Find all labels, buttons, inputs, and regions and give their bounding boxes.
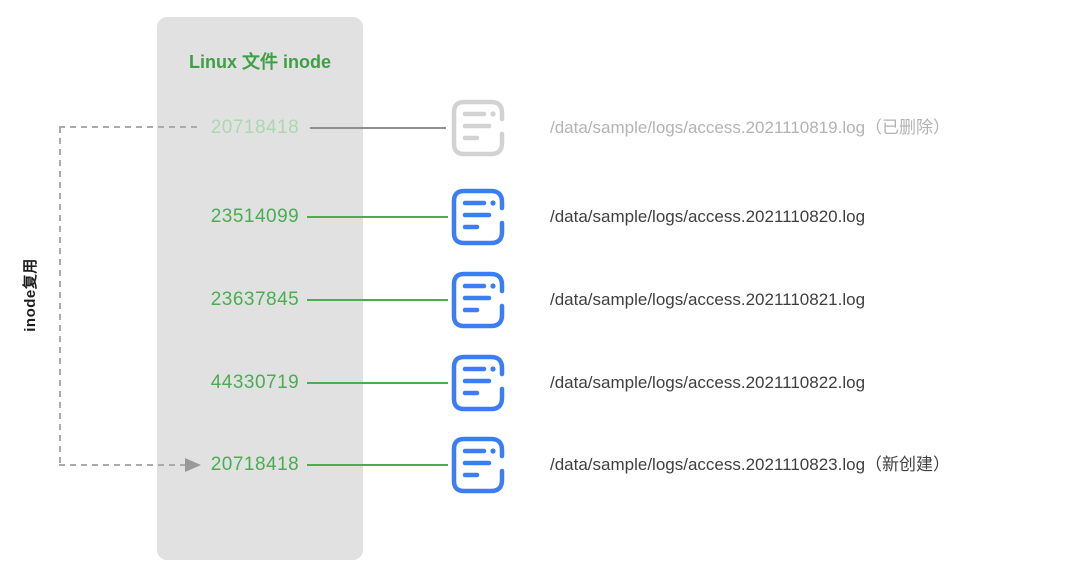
file-row: 23514099 /data/sample/logs/access.202111… bbox=[0, 185, 1080, 249]
reuse-bracket-top-line bbox=[59, 126, 199, 128]
connector-line bbox=[307, 464, 448, 466]
log-file-icon bbox=[448, 187, 508, 247]
file-path-label: /data/sample/logs/access.2021110822.log bbox=[550, 373, 866, 392]
file-path-label: /data/sample/logs/access.2021110823.log（… bbox=[550, 455, 951, 474]
inode-number: 23514099 bbox=[210, 206, 300, 227]
connector-line bbox=[307, 299, 448, 301]
file-path-label: /data/sample/logs/access.2021110819.log（… bbox=[550, 118, 951, 137]
inode-number: 20718418 bbox=[210, 454, 300, 475]
connector-line bbox=[307, 216, 448, 218]
file-row-deleted: 20718418 /data/sample/logs/access.202111… bbox=[0, 96, 1080, 160]
inode-box-title: Linux 文件 inode bbox=[189, 52, 331, 72]
log-file-icon bbox=[448, 435, 508, 495]
inode-number: 23637845 bbox=[210, 289, 300, 310]
file-path-label: /data/sample/logs/access.2021110821.log bbox=[550, 290, 866, 309]
reuse-bracket-bottom-line bbox=[59, 464, 185, 466]
file-row-new: 20718418 /data/sample/logs/access.202111… bbox=[0, 433, 1080, 497]
file-row: 44330719 /data/sample/logs/access.202111… bbox=[0, 351, 1080, 415]
file-path-label: /data/sample/logs/access.2021110820.log bbox=[550, 207, 866, 226]
reuse-arrow-head-icon bbox=[185, 458, 201, 472]
connector-line bbox=[310, 127, 446, 129]
log-file-icon bbox=[448, 353, 508, 413]
inode-number: 44330719 bbox=[210, 372, 300, 393]
inode-number: 20718418 bbox=[210, 117, 300, 138]
deleted-log-file-icon bbox=[448, 98, 508, 158]
log-file-icon bbox=[448, 270, 508, 330]
connector-line bbox=[307, 382, 448, 384]
reuse-bracket-vertical-line bbox=[59, 127, 61, 465]
file-row: 23637845 /data/sample/logs/access.202111… bbox=[0, 268, 1080, 332]
